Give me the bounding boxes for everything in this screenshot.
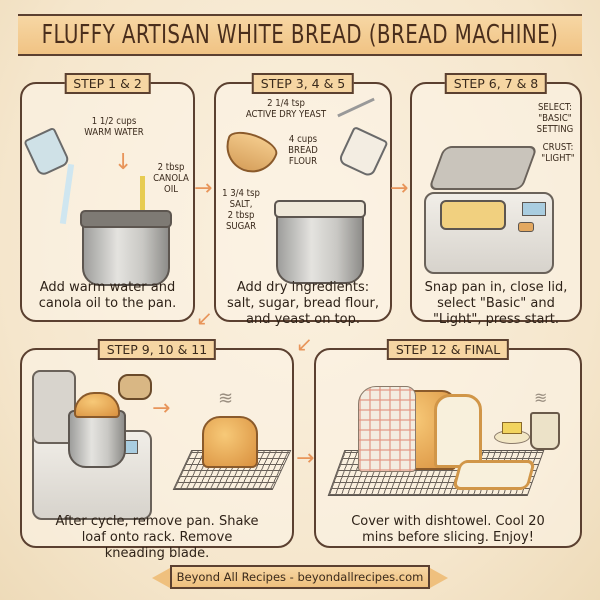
title-banner: FLUFFY ARTISAN WHITE BREAD (BREAD MACHIN…	[18, 14, 582, 56]
step-caption: Add warm water and canola oil to the pan…	[38, 280, 177, 311]
oven-mitt-icon	[118, 374, 152, 400]
coffee-mug-icon	[530, 412, 560, 450]
step-tag: STEP 3, 4 & 5	[251, 73, 355, 94]
dishtowel-icon	[358, 386, 416, 472]
water-stream	[59, 163, 75, 225]
step-tag: STEP 6, 7 & 8	[444, 73, 548, 94]
flow-arrow-icon: ↙	[196, 306, 213, 330]
next-arrow-icon: →	[390, 176, 409, 201]
step-panel-4: STEP 9, 10 & 11 → ≋ After cycle, remove …	[20, 339, 294, 561]
crust-label: CRUST: "LIGHT"	[541, 142, 575, 164]
bread-pan	[274, 200, 366, 284]
step-caption: Snap pan in, close lid, select "Basic" a…	[424, 280, 568, 327]
flow-arrow-icon: ↙	[296, 332, 313, 356]
bread-machine	[424, 192, 554, 274]
step-tag: STEP 1 & 2	[64, 73, 151, 94]
step-panel-3: STEP 6, 7 & 8 SELECT: "BASIC" SETTING CR…	[410, 73, 582, 327]
step-panel-5: STEP 12 & FINAL ≋ Cover with dishtowel. …	[314, 339, 582, 548]
measuring-cup-icon	[23, 126, 71, 178]
next-arrow-icon: →	[194, 176, 213, 201]
next-arrow-icon: →	[296, 446, 315, 471]
step-panel-1: STEP 1 & 2 1 1/2 cups WARM WATER 2 tbsp …	[20, 73, 195, 322]
measuring-cup-icon	[337, 125, 389, 179]
footer-banner: Beyond All Recipes - beyondallrecipes.co…	[170, 565, 430, 589]
yeast-label: 2 1/4 tsp ACTIVE DRY YEAST	[245, 98, 327, 120]
display-screen	[522, 202, 546, 216]
bread-slice	[451, 460, 537, 490]
bread-slice-face	[434, 394, 482, 468]
footer-credit: Beyond All Recipes - beyondallrecipes.co…	[176, 570, 424, 584]
setting-label: SELECT: "BASIC" SETTING	[536, 102, 574, 135]
steam-icon: ≋	[534, 388, 548, 407]
ribbon-tail-right	[430, 568, 448, 588]
flour-label: 4 cups BREAD FLOUR	[288, 134, 318, 167]
step-panel-2: STEP 3, 4 & 5 2 1/4 tsp ACTIVE DRY YEAST…	[214, 73, 392, 327]
mixing-bowl-icon	[219, 126, 281, 180]
bread-pan	[80, 210, 172, 286]
step-caption: Add dry ingredients: salt, sugar, bread …	[226, 280, 380, 327]
spoon-icon	[337, 97, 375, 118]
oil-label: 2 tbsp CANOLA OIL	[153, 162, 189, 195]
step-caption: Cover with dishtowel. Cool 20 mins befor…	[351, 514, 545, 545]
loaf-in-pan	[74, 392, 120, 418]
down-arrow-icon: ↓	[114, 150, 133, 175]
bread-pan	[68, 410, 126, 468]
steam-icon: ≋	[218, 388, 234, 409]
bread-loaf	[202, 416, 258, 468]
machine-lid	[427, 146, 539, 190]
curved-arrow-icon: →	[152, 396, 171, 421]
butter-icon	[502, 422, 522, 434]
water-label: 1 1/2 cups WARM WATER	[84, 116, 144, 138]
step-caption: After cycle, remove pan. Shake loaf onto…	[55, 514, 259, 561]
step-tag: STEP 9, 10 & 11	[97, 339, 217, 360]
ribbon-tail-left	[152, 568, 170, 588]
page-title: FLUFFY ARTISAN WHITE BREAD (BREAD MACHIN…	[41, 20, 559, 50]
salt-sugar-label: 1 3/4 tsp SALT, 2 tbsp SUGAR	[222, 188, 260, 232]
start-button[interactable]	[518, 222, 534, 232]
pan-with-dough	[440, 200, 506, 230]
oil-stream	[140, 176, 145, 216]
step-tag: STEP 12 & FINAL	[386, 339, 510, 360]
